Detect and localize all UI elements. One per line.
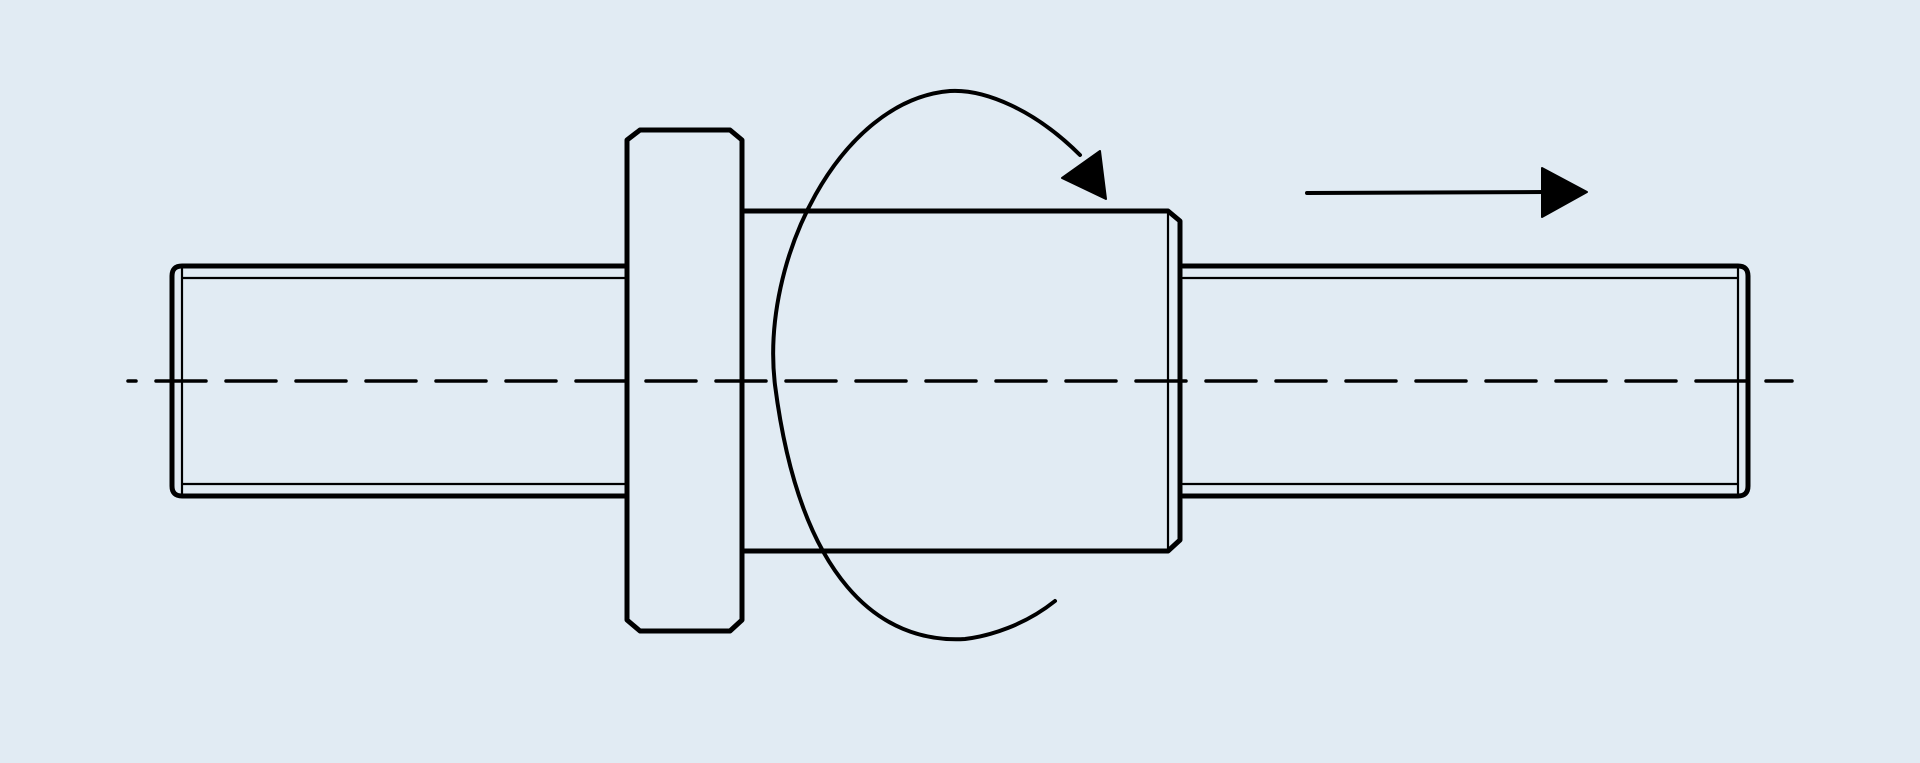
translation-arrowhead-icon	[1541, 167, 1588, 218]
rotation-arrow[interactable]	[771, 88, 1107, 642]
rotation-arrowhead-icon	[1061, 150, 1107, 200]
translation-arrow[interactable]	[1305, 167, 1588, 218]
